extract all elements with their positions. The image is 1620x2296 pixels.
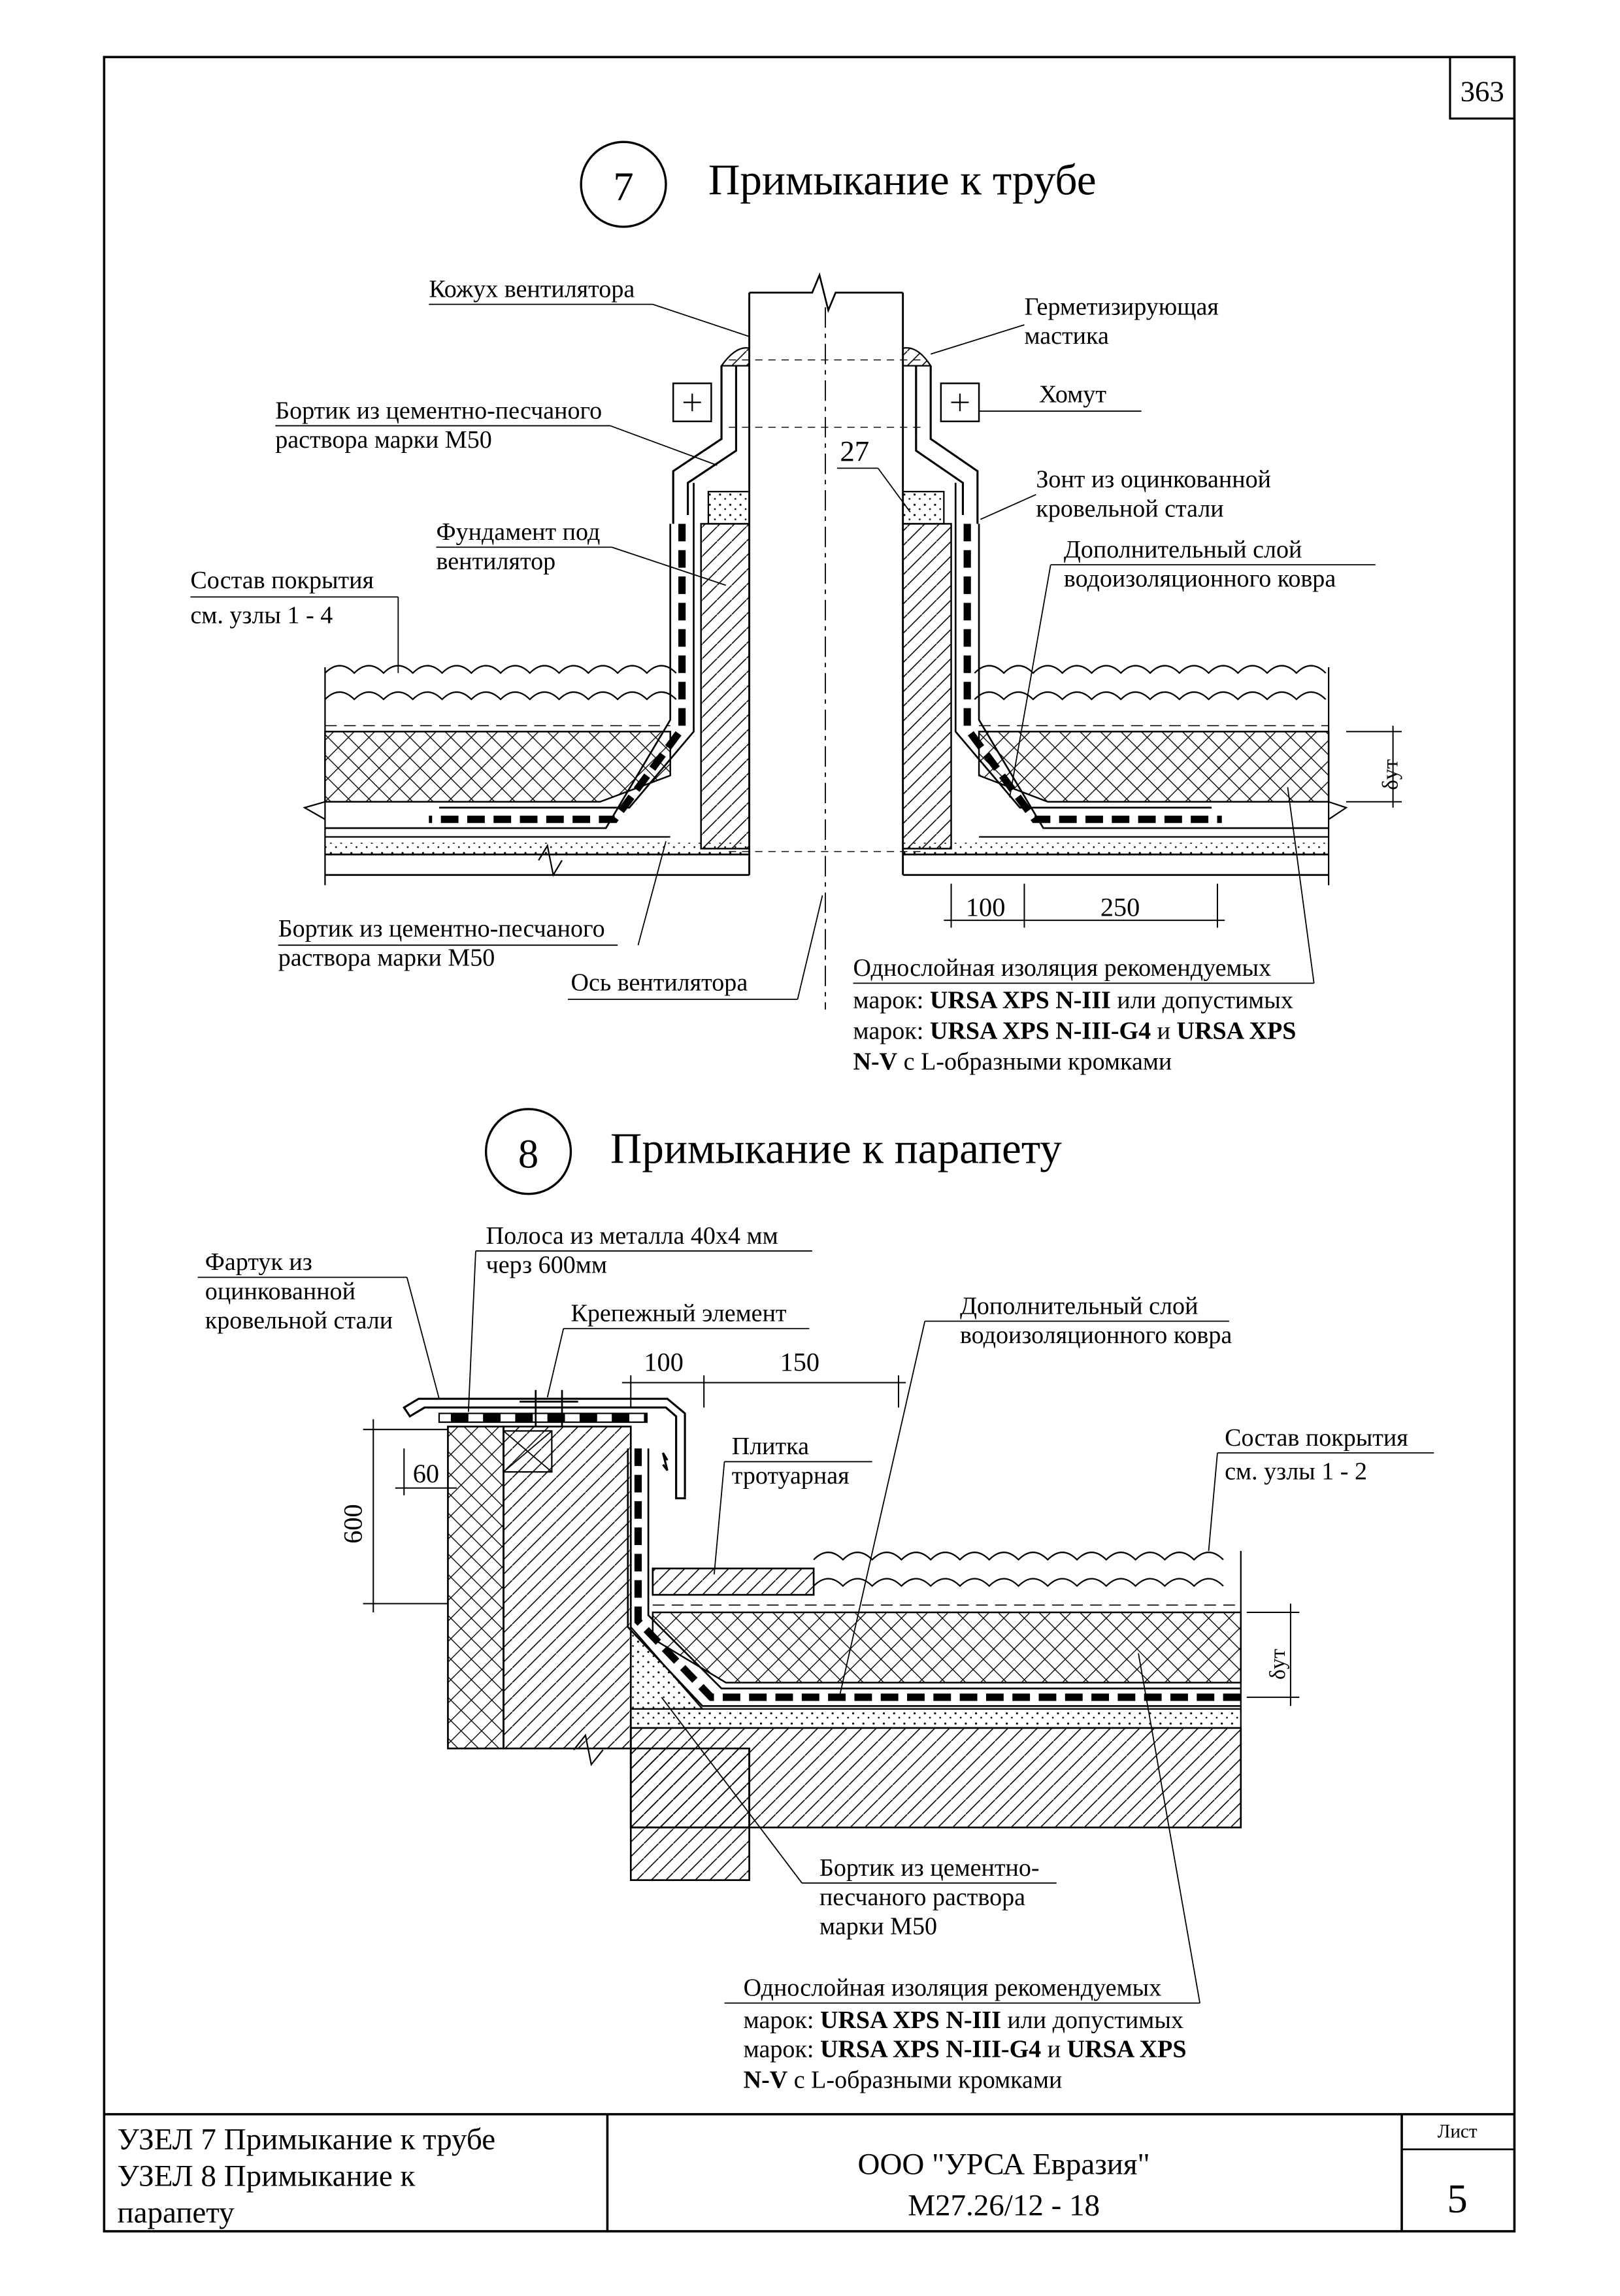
title-block-name-3: парапету bbox=[117, 2196, 235, 2230]
node8-labels: Фартук из оцинкованной кровельной стали … bbox=[197, 1222, 1434, 2094]
title-block-name-2: УЗЕЛ 8 Примыкание к bbox=[117, 2159, 415, 2193]
label-tile-2: тротуарная bbox=[732, 1462, 850, 1489]
label-insulation-4: N-V с L-образными кромками bbox=[853, 1048, 1172, 1075]
label-strip-2: черз 600мм bbox=[486, 1252, 607, 1279]
label-sealant-2: мастика bbox=[1024, 322, 1108, 350]
title-block-code: М27.26/12 - 18 bbox=[908, 2188, 1100, 2222]
label-curb-2: песчаного раствора bbox=[819, 1884, 1025, 1911]
label-dim600: 600 bbox=[338, 1504, 367, 1543]
label-composition-2: см. узлы 1 - 2 bbox=[1225, 1457, 1367, 1485]
label-curb-1: Бортик из цементно- bbox=[819, 1854, 1040, 1882]
node7-title: Примыкание к трубе bbox=[708, 156, 1097, 205]
sheet-frame bbox=[103, 56, 1516, 2233]
title-block-sheet-label: Лист bbox=[1438, 2121, 1478, 2142]
label-apron-1: Фартук из bbox=[205, 1248, 312, 1276]
label-umbrella-1: Зонт из оцинкованной bbox=[1036, 465, 1271, 493]
label-extra-layer-1: Дополнительный слой bbox=[1064, 536, 1302, 563]
label-dim100: 100 bbox=[644, 1348, 683, 1377]
page-number: 363 bbox=[1461, 75, 1504, 107]
label-fastener: Крепежный элемент bbox=[570, 1300, 786, 1327]
label-curb-3: марки М50 bbox=[819, 1913, 937, 1940]
label-delta8: δут bbox=[1266, 1648, 1290, 1680]
label-casing: Кожух вентилятора bbox=[429, 275, 635, 303]
label-extra-layer-2: водоизоляционного ковра bbox=[1064, 565, 1336, 593]
label-composition-1: Состав покрытия bbox=[190, 567, 374, 594]
label-insulation-1: Однослойная изоляция рекомендуемых bbox=[853, 954, 1272, 982]
title-block: УЗЕЛ 7 Примыкание к трубе УЗЕЛ 8 Примыка… bbox=[104, 2113, 1515, 2231]
label-clamp: Хомут bbox=[1039, 381, 1106, 408]
node7-labels: Кожух вентилятора Герметизирующая мастик… bbox=[190, 275, 1402, 1075]
title-block-name-1: УЗЕЛ 7 Примыкание к трубе bbox=[117, 2123, 495, 2157]
node8-badge bbox=[484, 1108, 572, 1195]
label-apron-2: оцинкованной bbox=[205, 1278, 355, 1305]
label-strip-1: Полоса из металла 40х4 мм bbox=[486, 1222, 778, 1250]
label-insulation-2: марок: URSA XPS N-III или допустимых bbox=[744, 2006, 1183, 2034]
label-insulation-1: Однослойная изоляция рекомендуемых bbox=[744, 1974, 1162, 2002]
label-insulation-3: марок: URSA XPS N-III-G4 и URSA XPS bbox=[853, 1017, 1297, 1044]
label-delta7: δут bbox=[1378, 759, 1402, 790]
label-insulation-2: марок: URSA XPS N-III или допустимых bbox=[853, 986, 1293, 1014]
label-dim27: 27 bbox=[840, 435, 869, 467]
label-umbrella-2: кровельной стали bbox=[1036, 495, 1223, 522]
label-foundation-1: Фундамент под bbox=[437, 518, 601, 546]
label-insulation-4: N-V с L-образными кромками bbox=[744, 2067, 1063, 2094]
page-number-box bbox=[1449, 56, 1515, 120]
label-curb-top-1: Бортик из цементно-песчаного bbox=[275, 397, 602, 424]
label-extra-layer-2: водоизоляционного ковра bbox=[960, 1322, 1232, 1349]
label-curb-bottom-2: раствора марки М50 bbox=[278, 944, 495, 972]
node7-drawing bbox=[303, 272, 1402, 1010]
label-sealant-1: Герметизирующая bbox=[1024, 293, 1218, 320]
node8-number: 8 bbox=[518, 1131, 538, 1176]
title-block-company: ООО "УРСА Евразия" bbox=[858, 2148, 1150, 2182]
label-dim60: 60 bbox=[413, 1459, 439, 1488]
node7-badge bbox=[580, 141, 667, 228]
label-composition-1: Состав покрытия bbox=[1225, 1424, 1408, 1452]
label-tile-1: Плитка bbox=[732, 1433, 809, 1460]
label-dim250: 250 bbox=[1100, 892, 1140, 922]
label-extra-layer-1: Дополнительный слой bbox=[960, 1292, 1198, 1320]
label-composition-2: см. узлы 1 - 4 bbox=[190, 602, 333, 629]
title-block-sheet-number: 5 bbox=[1447, 2176, 1467, 2221]
label-dim150: 150 bbox=[780, 1348, 819, 1377]
node7-number: 7 bbox=[613, 164, 633, 210]
node8-title: Примыкание к парапету bbox=[610, 1124, 1062, 1173]
label-insulation-3: марок: URSA XPS N-III-G4 и URSA XPS bbox=[744, 2036, 1187, 2063]
label-curb-top-2: раствора марки М50 bbox=[275, 426, 492, 454]
label-apron-3: кровельной стали bbox=[205, 1307, 393, 1335]
label-dim100: 100 bbox=[966, 892, 1005, 922]
label-curb-bottom-1: Бортик из цементно-песчаного bbox=[278, 915, 605, 942]
label-axis: Ось вентилятора bbox=[570, 969, 748, 997]
label-foundation-2: вентилятор bbox=[437, 548, 556, 575]
node8-drawing bbox=[363, 1375, 1300, 1882]
